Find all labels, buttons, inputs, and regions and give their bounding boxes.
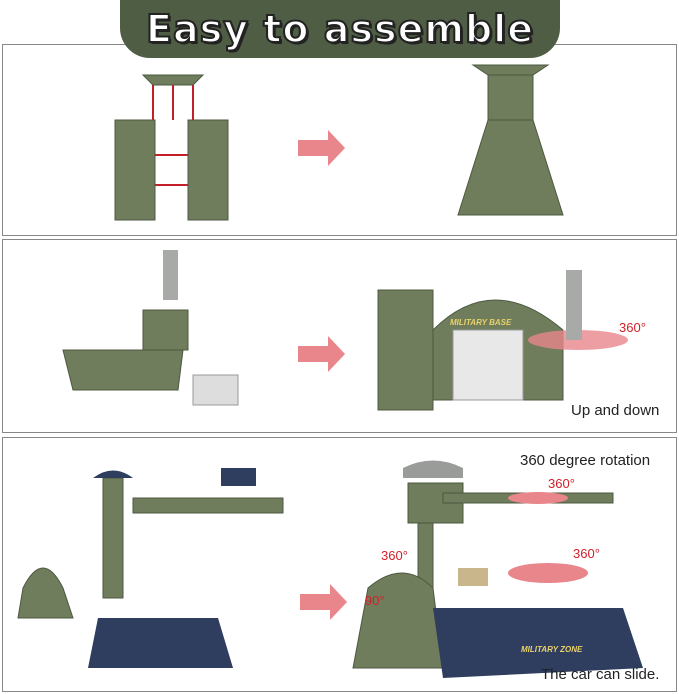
rotation-right-label: 360° [573,546,600,561]
rotation-left-label: 360° [381,548,408,563]
watchtower-illustration [114,64,564,221]
panel-military-base: MILITARY BASE 360° Up and down [2,239,677,433]
page-title: Easy to assemble [145,6,534,52]
panel-military-zone: MILITARY ZONE 360 degree rotation 360° 3… [2,437,677,692]
panel-watchtower [2,44,677,236]
base-sign: MILITARY BASE [450,318,512,327]
zone-sign: MILITARY ZONE [521,645,583,654]
up-down-label: Up and down [571,402,660,419]
arrow-icon [298,130,345,166]
header-banner: Easy to assemble [120,0,560,58]
military-zone-illustration [17,460,643,678]
rotation-title-label: 360 degree rotation [520,452,651,469]
arrow-icon [300,584,347,620]
arrow-icon [298,336,345,372]
rotation-top-label: 360° [548,476,575,491]
military-base-illustration [62,250,628,411]
tilt-label: 90° [365,593,385,608]
car-slide-label: The car can slide. [541,666,660,683]
rotation-label: 360° [619,320,646,335]
